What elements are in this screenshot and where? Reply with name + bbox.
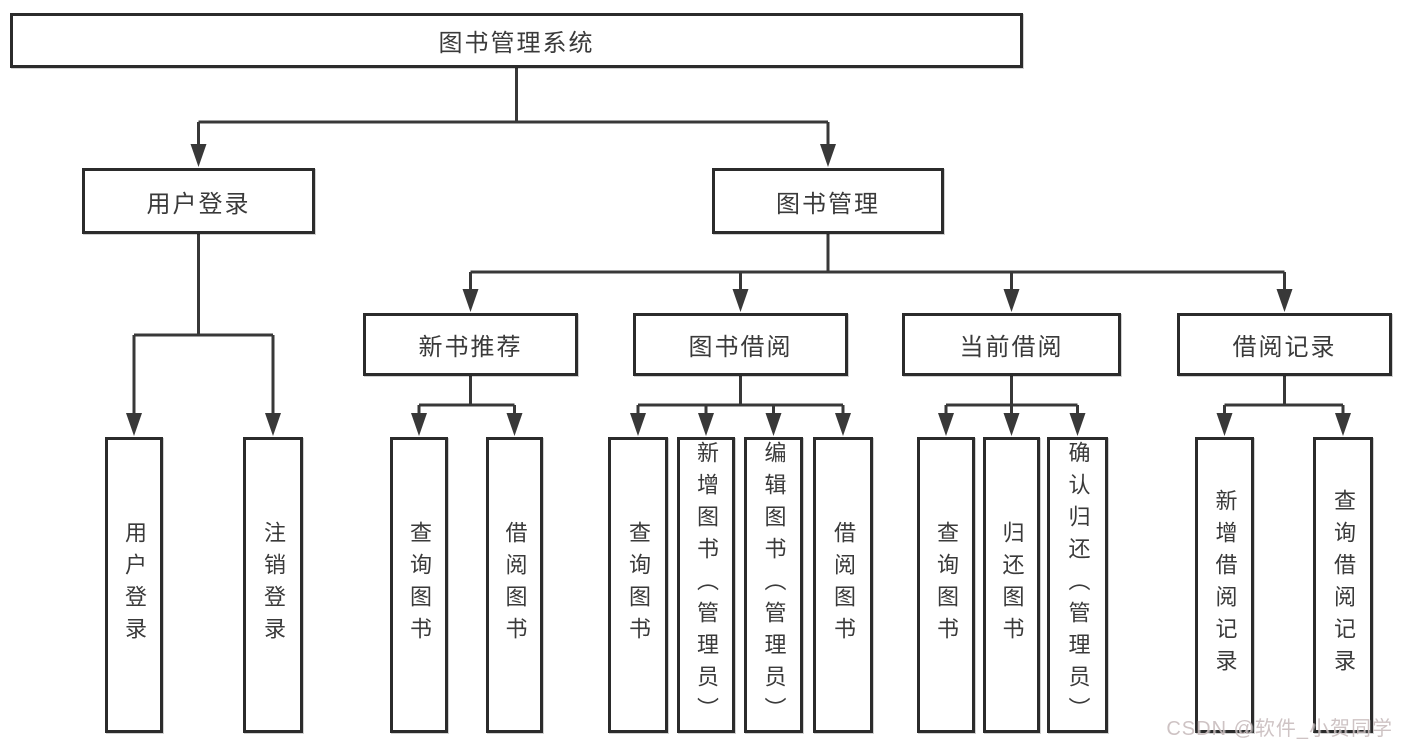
node-label-leaf-confirm-return-admin: 确认归还（管理员） — [1065, 441, 1091, 729]
node-label-leaf-add-books-admin: 新增图书（管理员） — [694, 441, 719, 729]
node-leaf-query-borrow-record: 查询借阅记录 — [1313, 437, 1373, 733]
node-user-login: 用户登录 — [82, 168, 315, 234]
node-new-book-recommend: 新书推荐 — [363, 313, 578, 376]
node-root: 图书管理系统 — [10, 13, 1023, 68]
node-leaf-add-borrow-record: 新增借阅记录 — [1195, 437, 1254, 733]
node-leaf-borrow-books-recommend: 借阅图书 — [486, 437, 543, 733]
node-leaf-confirm-return-admin: 确认归还（管理员） — [1047, 437, 1108, 733]
node-label-current-borrowing: 当前借阅 — [959, 334, 1064, 361]
node-label-user-login: 用户登录 — [146, 190, 251, 218]
node-label-leaf-borrow-books-recommend: 借阅图书 — [502, 521, 528, 649]
node-book-borrowing: 图书借阅 — [633, 313, 848, 376]
node-leaf-edit-books-admin: 编辑图书（管理员） — [744, 437, 803, 733]
node-leaf-add-books-admin: 新增图书（管理员） — [677, 437, 735, 733]
node-leaf-return-books: 归还图书 — [983, 437, 1040, 733]
node-label-leaf-user-login: 用户登录 — [122, 521, 147, 649]
watermark-text: CSDN @软件_小贺同学 — [1166, 718, 1393, 740]
node-leaf-borrow-books-borrowing: 借阅图书 — [813, 437, 873, 733]
node-borrowing-records: 借阅记录 — [1177, 313, 1392, 376]
node-label-book-borrowing: 图书借阅 — [688, 334, 793, 361]
node-leaf-query-books-borrowing: 查询图书 — [608, 437, 668, 733]
node-label-leaf-add-borrow-record: 新增借阅记录 — [1212, 489, 1238, 681]
node-current-borrowing: 当前借阅 — [902, 313, 1121, 376]
node-label-borrowing-records: 借阅记录 — [1232, 334, 1337, 361]
node-label-leaf-edit-books-admin: 编辑图书（管理员） — [761, 441, 787, 729]
node-leaf-query-books-recommend: 查询图书 — [390, 437, 448, 733]
node-label-leaf-query-books-recommend: 查询图书 — [407, 521, 432, 649]
node-leaf-user-login: 用户登录 — [105, 437, 163, 733]
node-label-leaf-query-books-borrowing: 查询图书 — [626, 521, 651, 649]
node-label-new-book-recommend: 新书推荐 — [418, 334, 523, 361]
node-label-leaf-query-books-current: 查询图书 — [934, 521, 959, 649]
node-label-leaf-query-borrow-record: 查询借阅记录 — [1331, 489, 1356, 681]
node-label-leaf-return-books: 归还图书 — [999, 521, 1025, 649]
node-label-leaf-logout: 注销登录 — [261, 521, 286, 649]
node-label-book-management: 图书管理 — [776, 190, 880, 218]
node-label-leaf-borrow-books-borrowing: 借阅图书 — [831, 521, 856, 649]
node-leaf-logout: 注销登录 — [243, 437, 303, 733]
node-leaf-query-books-current: 查询图书 — [917, 437, 975, 733]
node-book-management: 图书管理 — [712, 168, 944, 234]
node-label-root: 图书管理系统 — [438, 30, 595, 57]
